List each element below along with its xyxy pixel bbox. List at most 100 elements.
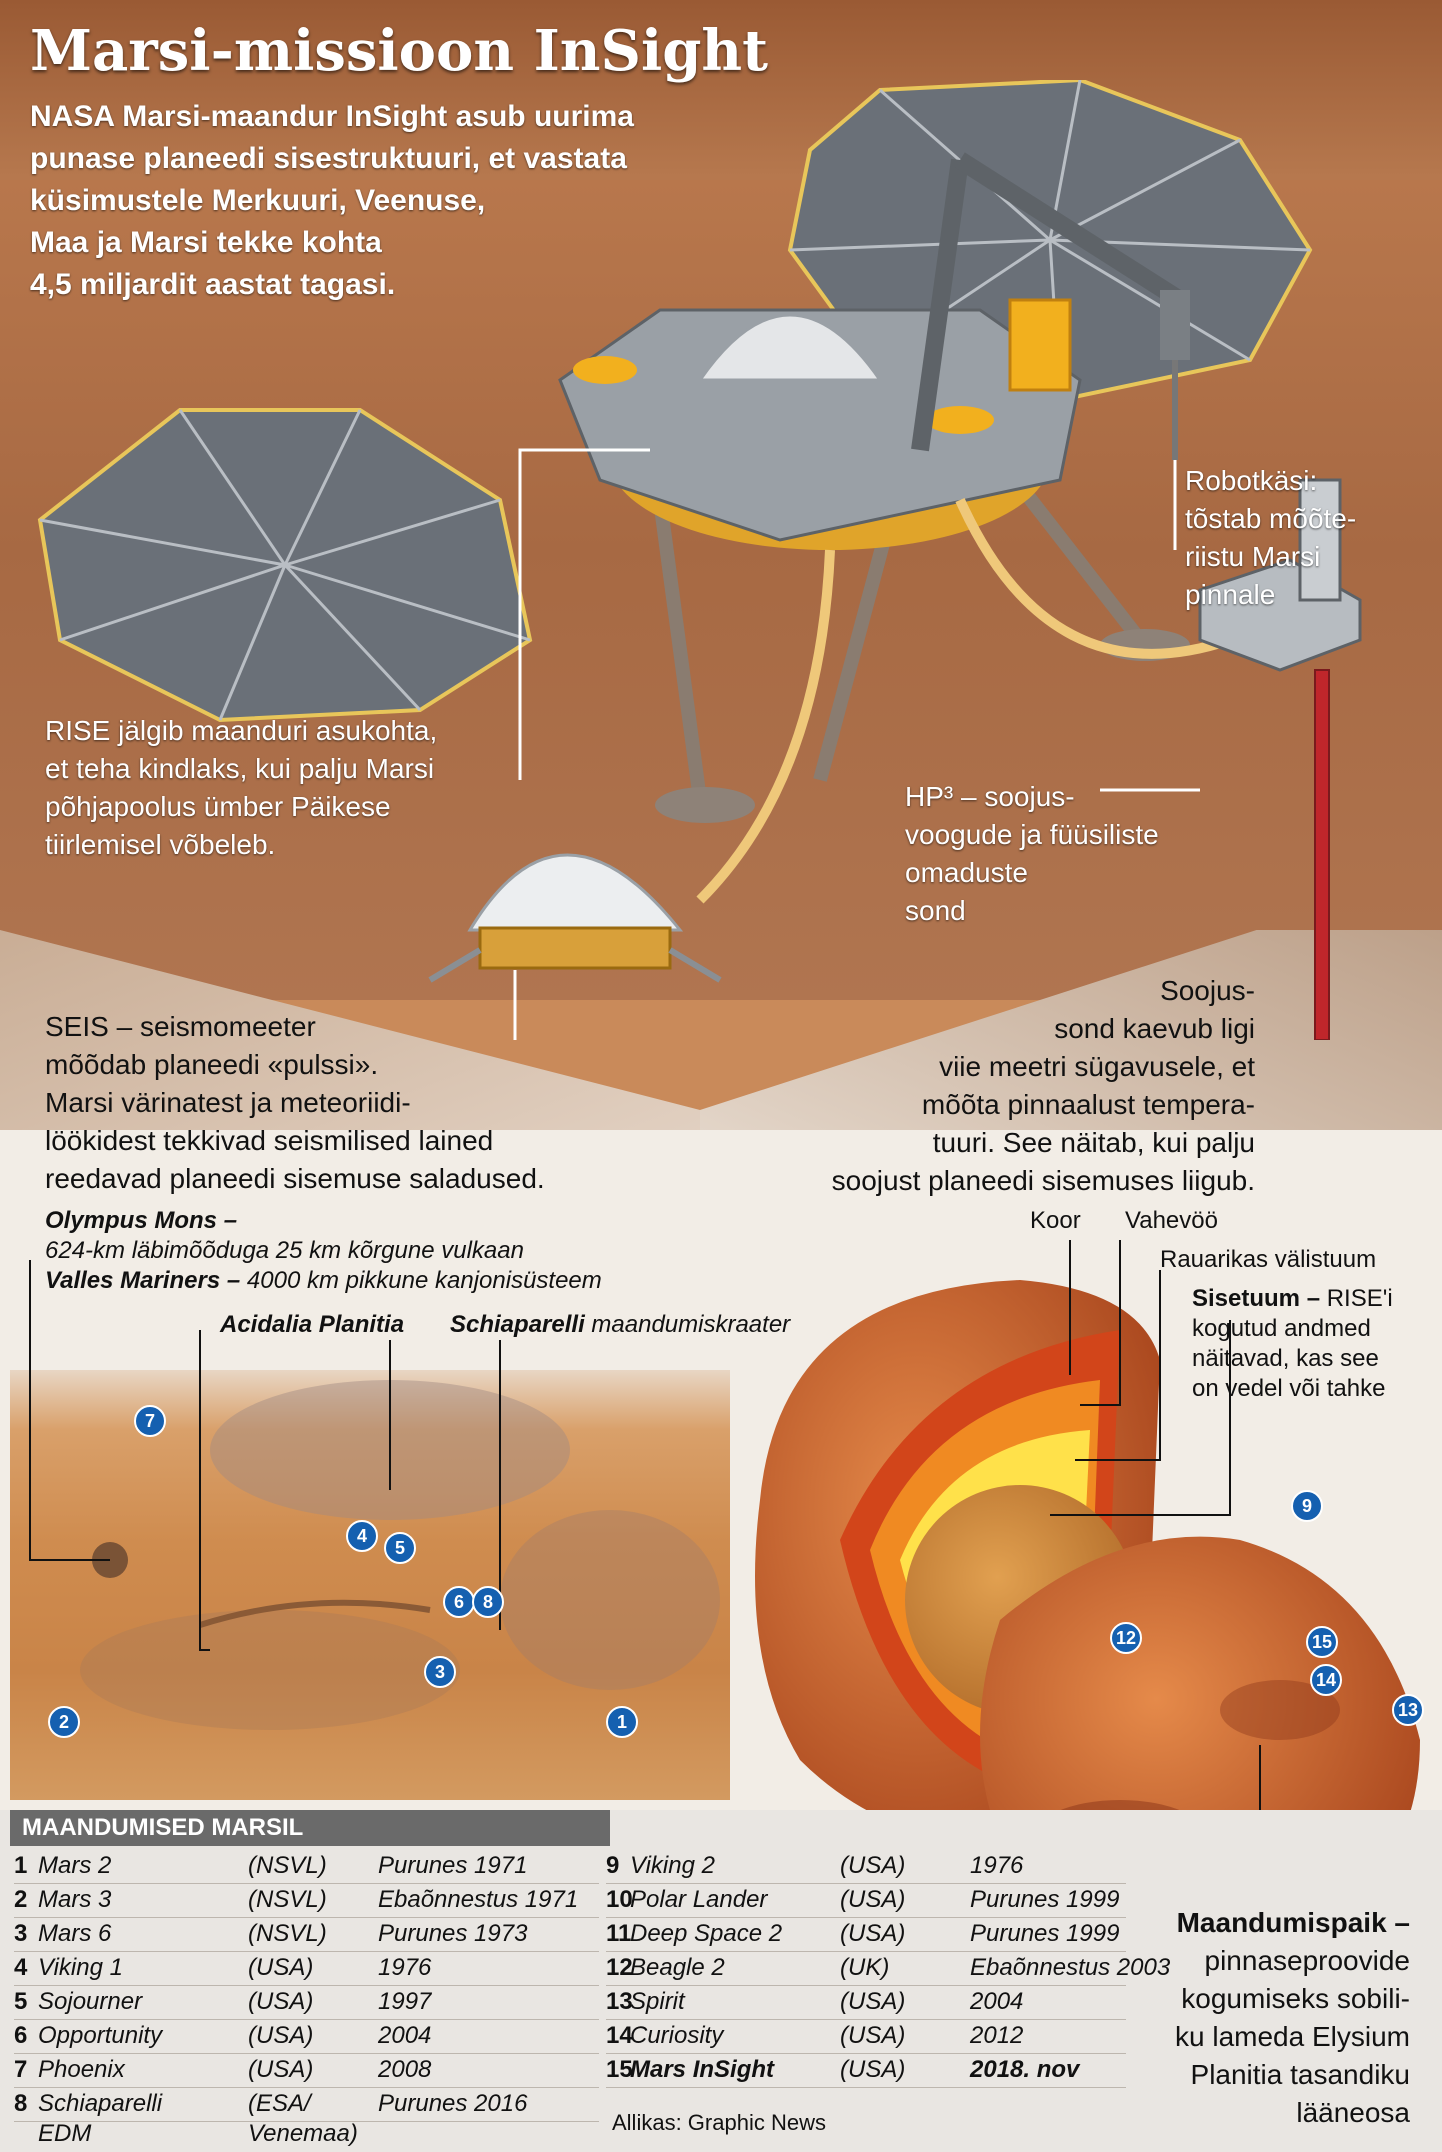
table-row-divider bbox=[14, 2019, 599, 2020]
landing-marker-badge: 1 bbox=[606, 1706, 638, 1738]
table-cell-num: 13 bbox=[606, 1988, 633, 2015]
table-cell-num: 15 bbox=[606, 2056, 633, 2083]
valles-marineris-name: Valles Mariners – bbox=[45, 1267, 241, 1294]
olympus-mons-desc: 624-km läbimõõduga 25 km kõrgune vulkaan bbox=[45, 1237, 524, 1264]
table-cell-num: 4 bbox=[14, 1954, 28, 1981]
label-mantle: Vahevöö bbox=[1125, 1207, 1218, 1234]
table-cell-num: 7 bbox=[14, 2056, 28, 2083]
intro-line: Maa ja Marsi tekke kohta bbox=[30, 226, 382, 259]
valles-marineris-desc: 4000 km pikkune kanjonisüsteem bbox=[240, 1267, 602, 1294]
landing-marker-badge: 7 bbox=[134, 1405, 166, 1437]
callout-line: tõstab mõõte- bbox=[1185, 503, 1357, 534]
landing-marker-badge: 6 bbox=[443, 1586, 475, 1618]
landing-site-desc: Planitia tasandiku bbox=[1190, 2059, 1410, 2090]
table-row-divider bbox=[606, 1951, 1126, 1952]
solar-panel-left bbox=[37, 408, 533, 723]
table-cell-name: Spirit bbox=[630, 1988, 685, 2015]
callout-line: et teha kindlaks, kui palju Marsi bbox=[45, 753, 435, 784]
table-cell-agency: (UK) bbox=[840, 1954, 890, 1981]
table-cell-agency: Venemaa) bbox=[248, 2120, 358, 2147]
table-row-divider bbox=[606, 2087, 1126, 2088]
landing-marker-badge: 13 bbox=[1392, 1694, 1424, 1726]
table-cell-status: Ebaõnnestus 2003 bbox=[970, 1954, 1171, 1981]
robotic-arm bbox=[911, 152, 1185, 452]
table-row-divider bbox=[14, 1985, 599, 1986]
table-cell-name: Deep Space 2 bbox=[630, 1920, 783, 1947]
callout-line: Robotkäsi: bbox=[1185, 465, 1318, 496]
table-cell-agency: (NSVL) bbox=[248, 1852, 327, 1879]
table-cell-status: 2008 bbox=[378, 2056, 432, 2083]
callout-line: RISE jälgib maanduri asukohta, bbox=[45, 715, 438, 746]
table-cell-status: Purunes 1999 bbox=[970, 1886, 1120, 1913]
landing-marker-badge: 5 bbox=[384, 1532, 416, 1564]
table-row-divider bbox=[14, 1951, 599, 1952]
landing-site-name: Maandumispaik – bbox=[1176, 1907, 1410, 1938]
inner-core-desc: näitavad, kas see bbox=[1192, 1345, 1379, 1372]
callout-robotic-arm: Robotkäsi: tõstab mõõte- riistu Marsi pi… bbox=[1185, 462, 1356, 614]
callout-line: tiirlemisel võbeleb. bbox=[45, 829, 276, 860]
landing-site-callout: Maandumispaik – pinnaseproovide kogumise… bbox=[1130, 1904, 1410, 2132]
table-cell-agency: (USA) bbox=[840, 1852, 906, 1879]
landing-site-desc: kogumiseks sobili- bbox=[1181, 1983, 1410, 2014]
landing-marker-badge: 12 bbox=[1110, 1622, 1142, 1654]
table-cell-name: Mars 3 bbox=[38, 1886, 112, 1913]
table-cell-name: Viking 1 bbox=[38, 1954, 123, 1981]
table-cell-num: 1 bbox=[14, 1852, 28, 1879]
callout-line: voogude ja füüsiliste bbox=[905, 819, 1159, 850]
table-row-divider bbox=[606, 2019, 1126, 2020]
heat-probe-rod bbox=[1314, 669, 1330, 1040]
table-cell-status: 2018. nov bbox=[970, 2056, 1080, 2083]
table-cell-num: 6 bbox=[14, 2022, 28, 2049]
callout-line: riistu Marsi bbox=[1185, 541, 1321, 572]
table-row-divider bbox=[606, 2053, 1126, 2054]
callout-heat-probe: Soojus- sond kaevub ligi viie meetri süg… bbox=[740, 972, 1255, 1200]
intro-line: NASA Marsi-maandur InSight asub uurima bbox=[30, 100, 634, 133]
table-row-divider bbox=[606, 1883, 1126, 1884]
olympus-mons-name: Olympus Mons – bbox=[45, 1207, 238, 1234]
map-feature-labels: Olympus Mons – 624-km läbimõõduga 25 km … bbox=[45, 1206, 745, 1296]
table-cell-name: Mars InSight bbox=[630, 2056, 775, 2083]
intro-line: küsimustele Merkuuri, Veenuse, bbox=[30, 184, 486, 217]
table-cell-name: Sojourner bbox=[38, 1988, 143, 2015]
landing-marker-badge: 2 bbox=[48, 1706, 80, 1738]
callout-hp3: HP³ – soojus- voogude ja füüsiliste omad… bbox=[905, 778, 1159, 930]
table-cell-name: Opportunity bbox=[38, 2022, 163, 2049]
callout-line: omaduste bbox=[905, 857, 1028, 888]
table-row-divider bbox=[14, 2087, 599, 2088]
label-outer-core: Rauarikas välistuum bbox=[1160, 1246, 1377, 1273]
landing-site-desc: lääneosa bbox=[1296, 2097, 1410, 2128]
seis-seismometer bbox=[428, 853, 722, 983]
table-cell-num: 3 bbox=[14, 1920, 28, 1947]
table-cell-num: 2 bbox=[14, 1886, 28, 1913]
table-row-divider bbox=[14, 2053, 599, 2054]
inner-core-name: Sisetuum – bbox=[1192, 1285, 1321, 1312]
callout-rise: RISE jälgib maanduri asukohta, et teha k… bbox=[45, 712, 437, 864]
table-cell-status: Ebaõnnestus 1971 bbox=[378, 1886, 579, 1913]
intro-text: NASA Marsi-maandur InSight asub uurima p… bbox=[30, 96, 790, 306]
table-cell-num: 8 bbox=[14, 2090, 28, 2117]
table-cell-agency: (NSVL) bbox=[248, 1920, 327, 1947]
callout-line: HP³ – soojus- bbox=[905, 781, 1075, 812]
hp3-instrument bbox=[1198, 478, 1362, 672]
table-cell-num: 12 bbox=[606, 1954, 633, 1981]
schiaparelli-name: Schiaparelli bbox=[450, 1311, 585, 1338]
table-cell-status: 1976 bbox=[378, 1954, 432, 1981]
acidalia-planitia-label: Acidalia Planitia bbox=[220, 1311, 405, 1338]
table-cell-name: EDM bbox=[38, 2120, 92, 2147]
landing-marker-badge: 4 bbox=[346, 1520, 378, 1552]
table-cell-agency: (USA) bbox=[840, 1920, 906, 1947]
schiaparelli-desc: maandumiskraater bbox=[584, 1311, 791, 1338]
table-cell-name: Phoenix bbox=[38, 2056, 125, 2083]
table-cell-agency: (USA) bbox=[248, 2022, 314, 2049]
table-cell-name: Polar Lander bbox=[630, 1886, 768, 1913]
insight-lander-illustration bbox=[37, 80, 1362, 1040]
